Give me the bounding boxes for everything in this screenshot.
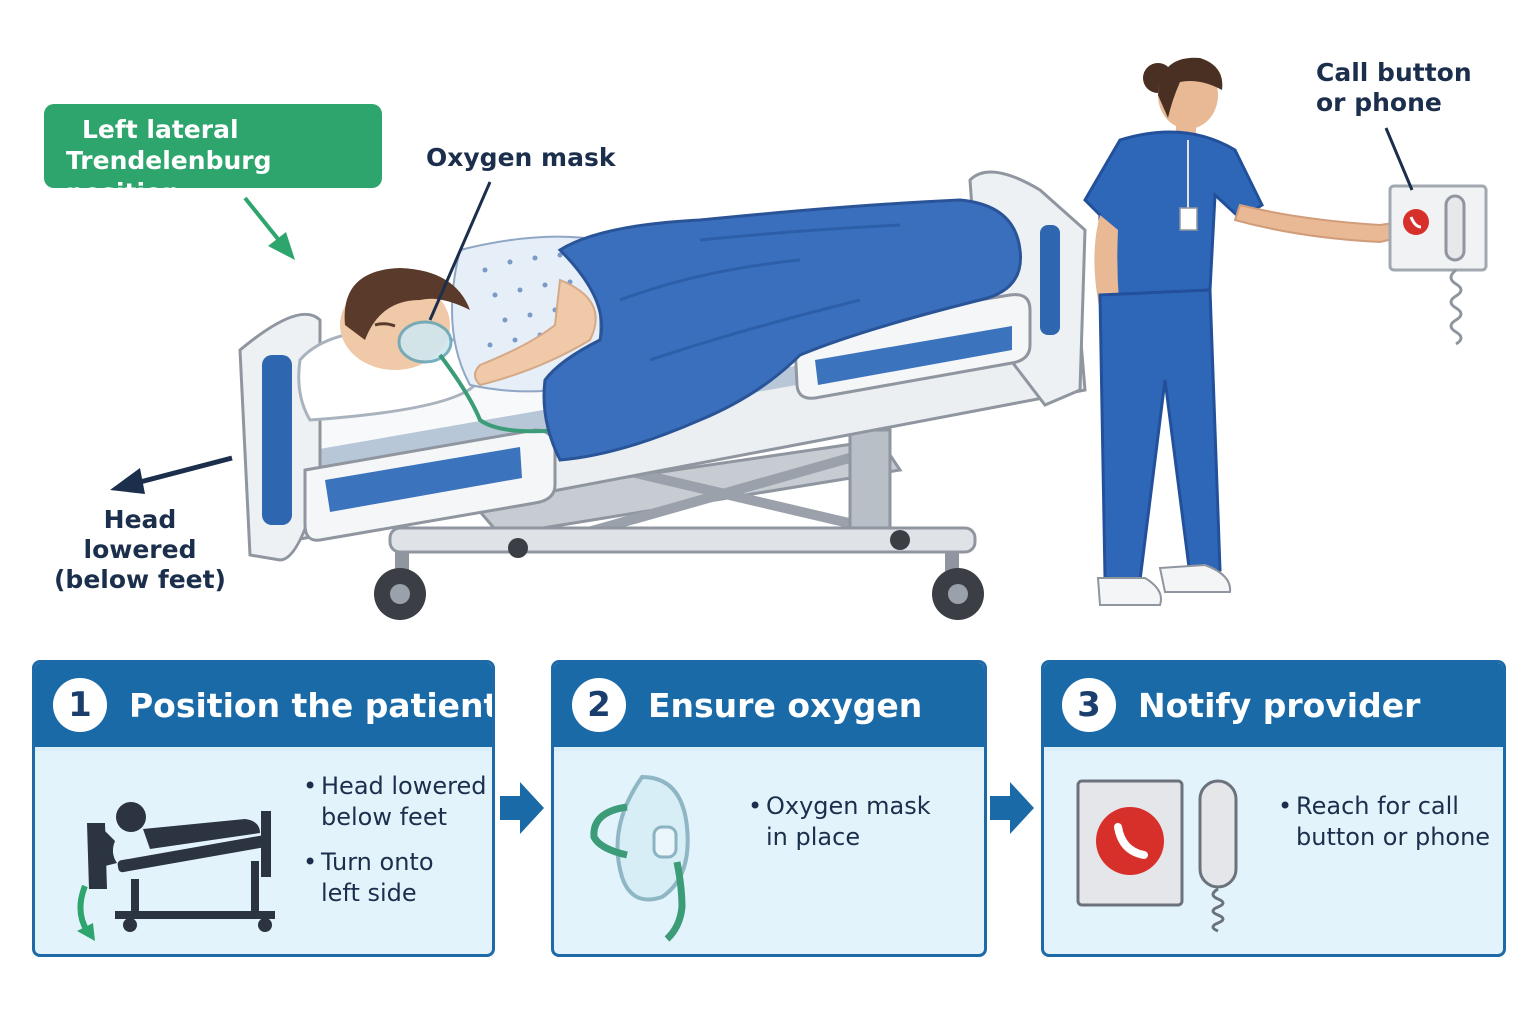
- step-card-2-body: • Oxygen mask in place: [554, 751, 984, 954]
- arrow-right-icon: [990, 782, 1034, 834]
- step-2-bullet-1-line1: Oxygen mask: [766, 792, 931, 820]
- step-3-number: 3: [1062, 678, 1116, 732]
- step-card-3: 3 Notify provider • Reach for call butto…: [1041, 660, 1506, 957]
- step-1-bullet-1-line1: Head lowered: [321, 772, 487, 800]
- call-button-label-line2: or phone: [1316, 88, 1442, 117]
- step-card-3-body: • Reach for call button or phone: [1044, 751, 1503, 954]
- step-3-title: Notify provider: [1138, 685, 1421, 725]
- arrow-right-icon: [500, 782, 544, 834]
- step-1-bullet-2-line1: Turn onto: [321, 848, 434, 876]
- step-1-bullet-2: • Turn onto left side: [303, 848, 434, 907]
- nurse: [1083, 57, 1412, 606]
- call-button-label: Call button or phone: [1316, 58, 1472, 118]
- oxygen-mask-label: Oxygen mask: [426, 143, 616, 172]
- step-card-1-body: • Head lowered below feet • Turn onto le…: [35, 751, 492, 954]
- position-tag-line1: Left lateral: [82, 115, 239, 144]
- step-1-bullet-1-line2: below feet: [321, 803, 447, 831]
- green-arrow-icon: [243, 196, 295, 260]
- step-3-bullet-1-line2: button or phone: [1296, 823, 1491, 851]
- head-lowered-label: Head lowered (below feet): [50, 505, 230, 595]
- step-card-2-header: 2 Ensure oxygen: [554, 663, 984, 751]
- step-2-title: Ensure oxygen: [648, 685, 923, 725]
- patient: [297, 198, 1022, 462]
- step-card-3-header: 3 Notify provider: [1044, 663, 1503, 751]
- step-2-number: 2: [572, 678, 626, 732]
- step-1-bullet-2-line2: left side: [321, 879, 417, 907]
- step-card-1: 1 Position the patient • Head lowered be…: [32, 660, 495, 957]
- step-1-number: 1: [53, 678, 107, 732]
- call-button-phone-icon: [1076, 779, 1238, 933]
- oxygen-mask-icon: [590, 774, 690, 942]
- call-button-label-line1: Call button: [1316, 58, 1472, 87]
- step-2-bullet-1: • Oxygen mask in place: [748, 792, 931, 851]
- step-card-1-header: 1 Position the patient: [35, 663, 492, 751]
- call-button-leader: [1384, 127, 1414, 191]
- bed-trendelenburg-icon: [77, 802, 275, 941]
- step-card-2: 2 Ensure oxygen • Oxygen mask in place: [551, 660, 987, 957]
- head-lowered-line1: Head lowered: [83, 505, 197, 564]
- step-3-bullet-1-line1: Reach for call: [1296, 792, 1459, 820]
- step-3-bullet-1: • Reach for call button or phone: [1278, 792, 1491, 851]
- step-2-bullet-1-line2: in place: [766, 823, 861, 851]
- oxygen-mask-leader: [428, 181, 492, 321]
- wall-call-box: [1388, 184, 1488, 346]
- head-down-arrow-icon: [110, 455, 233, 494]
- bed-scene-svg: [110, 57, 1488, 620]
- illustration-scene: [110, 57, 1488, 620]
- position-tag: Left lateral Trendelenburg position: [44, 104, 382, 207]
- head-lowered-line2: (below feet): [54, 565, 226, 594]
- step-1-title: Position the patient: [129, 685, 495, 725]
- step-1-bullet-1: • Head lowered below feet: [303, 772, 487, 831]
- position-tag-line2: Trendelenburg position: [66, 146, 272, 207]
